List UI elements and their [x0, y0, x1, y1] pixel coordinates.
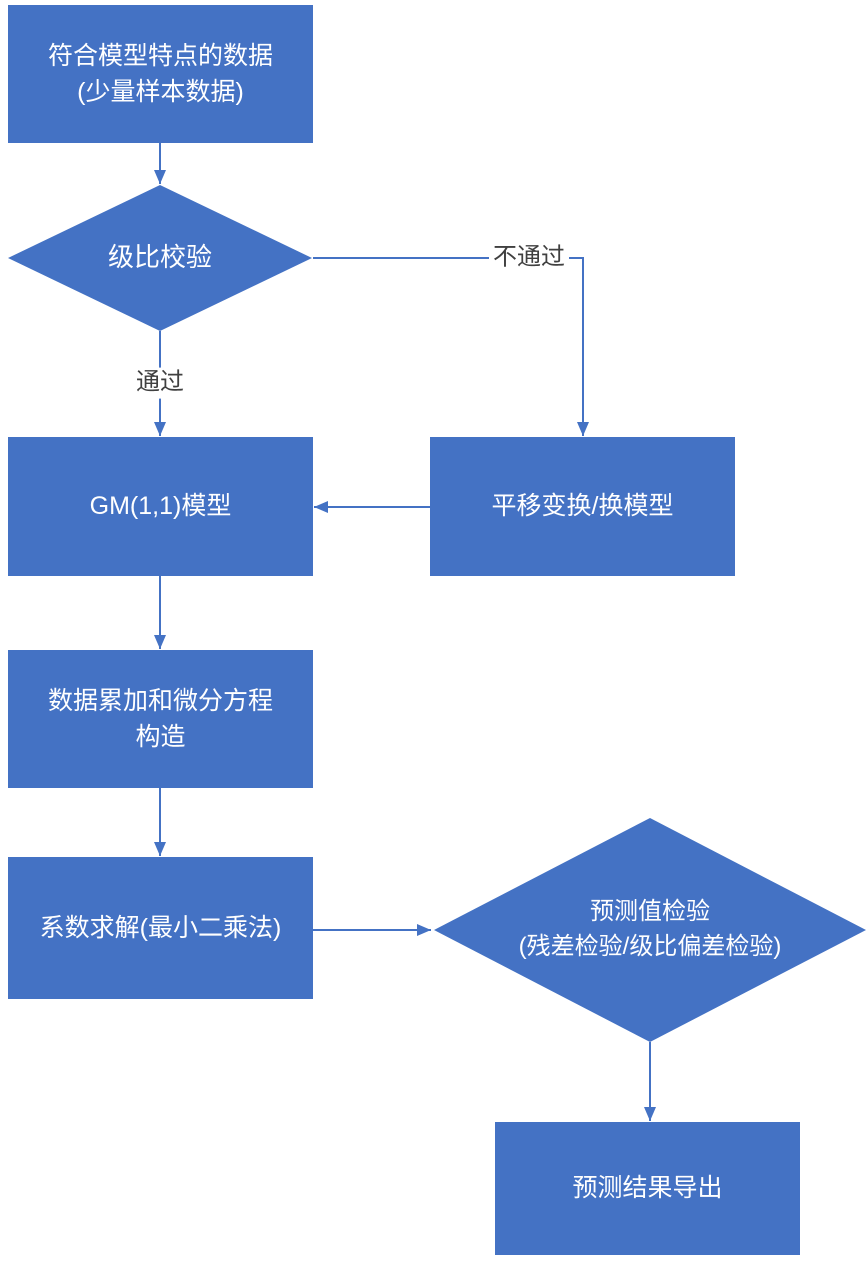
node-accumulate: 数据累加和微分方程 构造 [8, 650, 313, 788]
node-transform-label: 平移变换/换模型 [491, 492, 674, 521]
edge-label-pass: 通过 [132, 367, 188, 399]
node-start-line1: 符合模型特点的数据 [47, 41, 273, 70]
node-export: 预测结果导出 [495, 1122, 800, 1255]
node-accumulate-line1: 数据累加和微分方程 [47, 686, 273, 715]
edge-ratio-check-fail-to-transform [313, 257, 589, 436]
node-solve: 系数求解(最小二乘法) [8, 857, 313, 999]
diamond-predict-check [434, 818, 866, 1042]
node-transform: 平移变换/换模型 [430, 437, 735, 576]
node-gm-model: GM(1,1)模型 [8, 437, 313, 576]
diamond-ratio-check [8, 185, 312, 331]
node-gm-model-label: GM(1,1)模型 [89, 492, 232, 521]
node-start: 符合模型特点的数据 (少量样本数据) [8, 5, 313, 143]
edge-label-fail: 不通过 [489, 242, 569, 274]
node-accumulate-line2: 构造 [135, 723, 186, 751]
node-export-label: 预测结果导出 [572, 1174, 723, 1203]
node-solve-label: 系数求解(最小二乘法) [39, 913, 282, 942]
node-start-line2: (少量样本数据) [77, 78, 244, 106]
